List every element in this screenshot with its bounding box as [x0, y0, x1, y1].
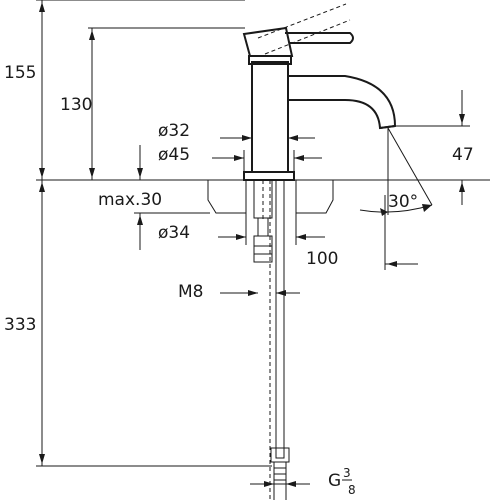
below-deck-hardware — [253, 179, 290, 500]
dimension-base-diameter: ø45 — [158, 145, 322, 172]
label-333: 333 — [4, 315, 36, 335]
dimension-spout-height: 130 — [60, 27, 245, 180]
label-d32: ø32 — [158, 121, 190, 141]
label-g: G — [328, 471, 341, 491]
dimension-hole-diameter: ø34 — [158, 213, 325, 245]
dimension-stud-thread: M8 — [178, 282, 300, 302]
label-130: 130 — [60, 95, 92, 115]
label-47: 47 — [452, 145, 474, 165]
label-155: 155 — [4, 63, 36, 83]
label-g-num: 3 — [343, 466, 351, 480]
label-max30: max.30 — [98, 190, 162, 210]
label-30deg: 30° — [388, 192, 418, 212]
dimension-overall-height: 155 — [4, 0, 245, 180]
dimension-spout-reach: 100 — [306, 195, 418, 270]
countertop-section — [207, 179, 334, 214]
label-100: 100 — [306, 249, 338, 269]
label-d34: ø34 — [158, 223, 190, 243]
dimension-hose-thread: G 3 8 — [250, 466, 356, 500]
dimension-max-deck: max.30 — [98, 145, 210, 250]
dimension-body-diameter: ø32 — [158, 121, 315, 141]
label-m8: M8 — [178, 282, 203, 302]
dimension-below-deck: 333 — [4, 180, 272, 467]
dimension-outlet-height: 47 — [395, 90, 474, 205]
dimension-outlet-angle: 30° — [359, 127, 433, 216]
faucet-body — [243, 55, 397, 181]
label-g-den: 8 — [348, 483, 356, 497]
label-d45: ø45 — [158, 145, 190, 165]
lever-handle — [242, 3, 354, 57]
